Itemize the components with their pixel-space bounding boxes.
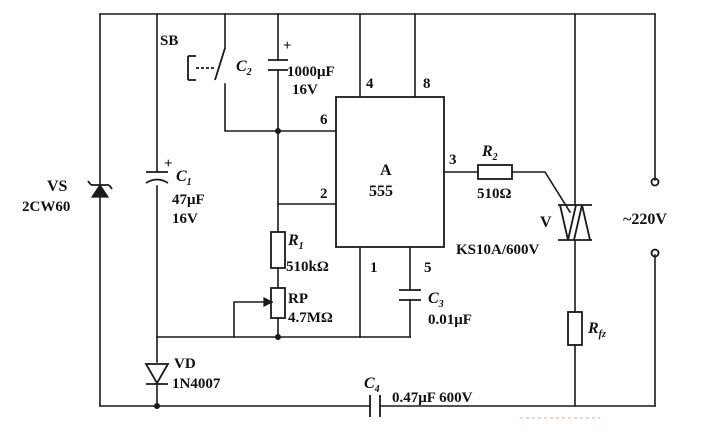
triac-v [558, 204, 592, 241]
c3-label: C3 [428, 290, 444, 310]
terminal-top [650, 177, 660, 187]
pin-5-label: 5 [424, 260, 432, 276]
wires [99, 13, 656, 407]
c4-label: C4 [364, 375, 380, 395]
zener-diode-vs [87, 180, 113, 198]
rp-value-label: 4.7MΩ [288, 310, 333, 326]
resistor-r1 [270, 231, 286, 269]
r2-value-label: 510Ω [477, 186, 512, 202]
c1-plus-sign: + [164, 156, 173, 172]
vs-label: VS [47, 178, 68, 195]
pin-4-label: 4 [366, 76, 374, 92]
sb-label: SB [160, 33, 178, 49]
capacitor-c4 [369, 395, 381, 417]
pin-1-label: 1 [370, 260, 378, 276]
ac-terminals [650, 177, 660, 258]
triac-label: V [540, 214, 552, 231]
pin-3-label: 3 [449, 152, 457, 168]
rfz-label: Rfz [587, 320, 606, 340]
triac-part-label: KS10A/600V [456, 242, 540, 258]
capacitor-c1 [145, 171, 169, 184]
junction-dot [275, 128, 281, 134]
c2-value-label: 1000μF [287, 64, 335, 80]
vd-label: VD [174, 356, 196, 372]
ic-part-label: 555 [369, 183, 393, 200]
vs-part-label: 2CW60 [22, 199, 70, 215]
pin-2-label: 2 [320, 186, 328, 202]
junction-dots [154, 128, 281, 409]
rp-label: RP [288, 291, 308, 307]
r1-value-label: 510kΩ [286, 259, 329, 275]
c1-label: C1 [176, 168, 192, 188]
c3-value-label: 0.01μF [428, 312, 472, 328]
sb-bottom-wire [224, 83, 279, 132]
terminal-bottom [650, 248, 660, 258]
c2-label: C2 [236, 58, 252, 78]
switch-sb [187, 47, 226, 81]
vd-part-label: 1N4007 [172, 376, 221, 392]
junction-dot [275, 334, 281, 340]
r2-label: R2 [481, 143, 498, 163]
c1-value-label: 47μF [172, 192, 205, 208]
c2-voltage-label: 16V [292, 82, 318, 98]
pin-6-label: 6 [320, 112, 328, 128]
resistor-r2 [477, 164, 513, 180]
capacitor-c2 [268, 59, 288, 71]
pin-8-label: 8 [423, 76, 431, 92]
c1-voltage-label: 16V [172, 211, 198, 227]
junction-dot [154, 403, 160, 409]
resistor-rfz [567, 311, 583, 346]
diode-vd [144, 363, 170, 385]
ic-555 [335, 96, 445, 248]
rp-wiper-wire [233, 301, 273, 338]
capacitor-c3 [399, 289, 421, 301]
ac-voltage-label: ~220V [623, 211, 667, 228]
r2-to-gate-wire [511, 171, 572, 214]
potentiometer-rp [263, 287, 286, 319]
c4-value-label: 0.47μF 600V [392, 390, 473, 406]
ic-name-label: A [380, 162, 392, 179]
r1-label: R1 [287, 232, 304, 252]
c2-plus-sign: + [283, 38, 292, 54]
